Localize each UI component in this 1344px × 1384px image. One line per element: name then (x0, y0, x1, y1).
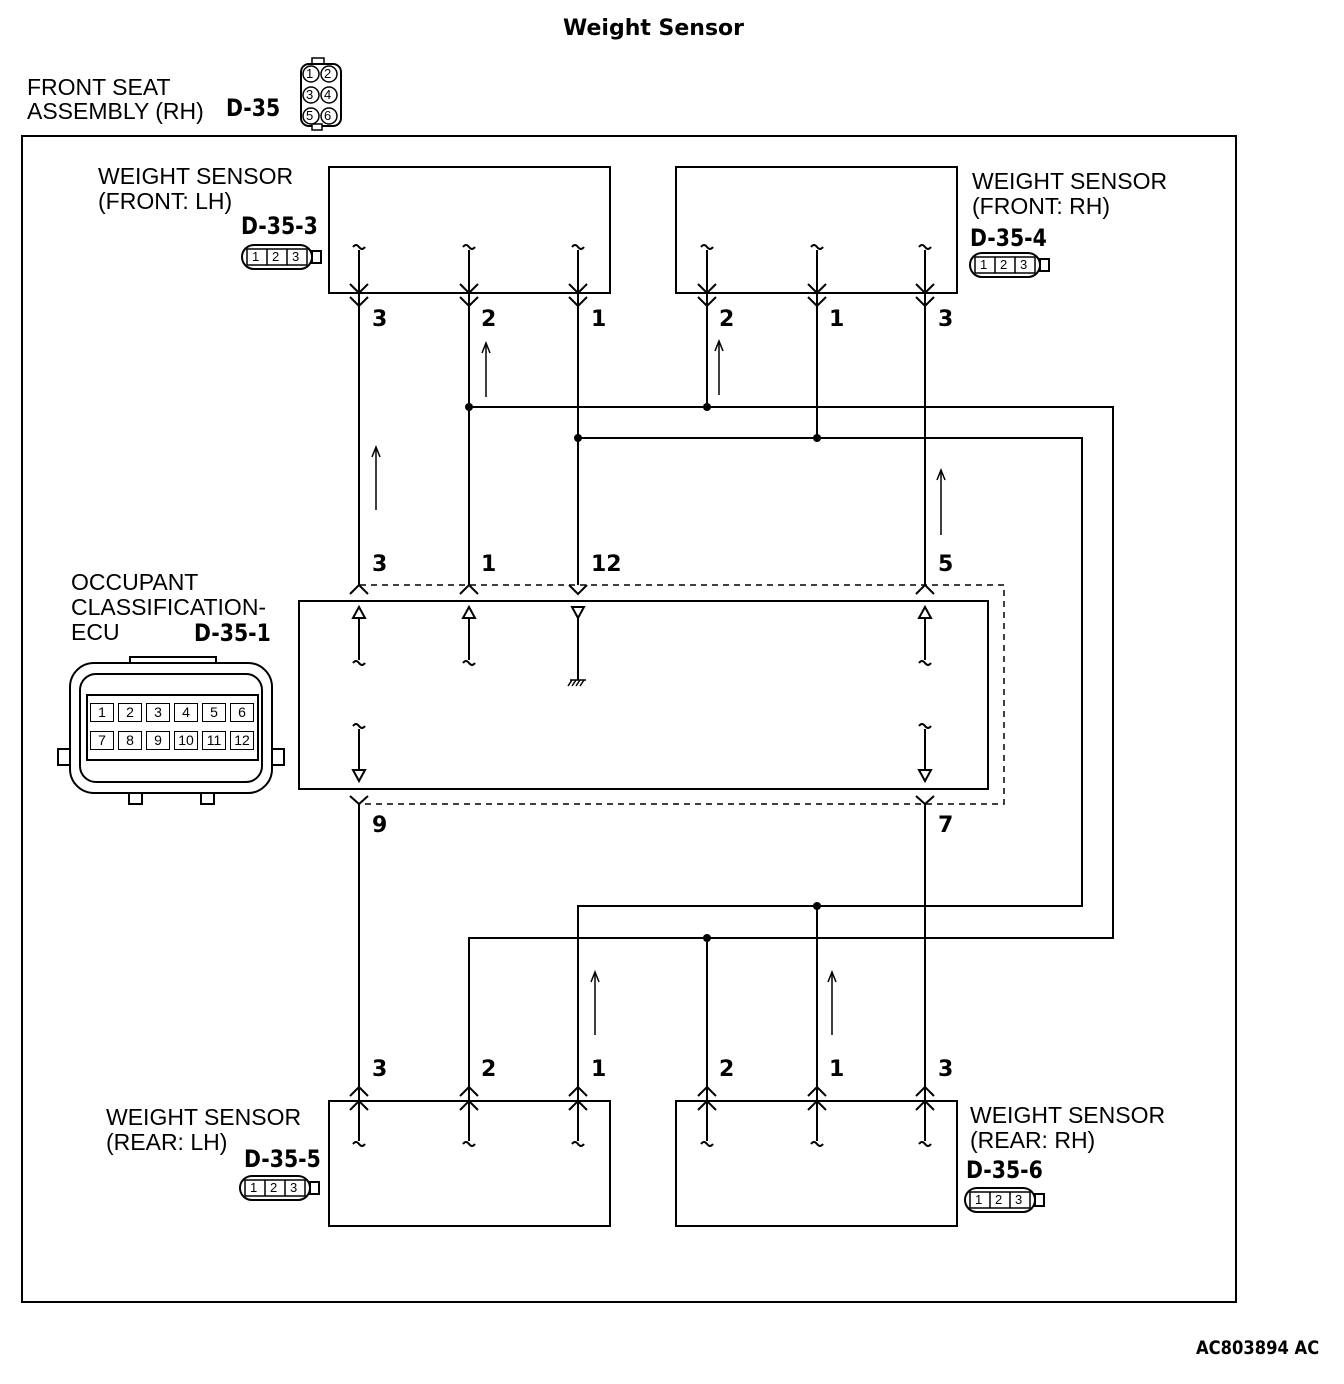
ecu-connector-pin: 4 (174, 703, 198, 722)
wires (358, 293, 1114, 1101)
assembly-pin-5: 5 (306, 108, 314, 123)
connector-icon-d35-5 (239, 1175, 320, 1201)
ecu-connector-pin: 3 (146, 703, 170, 722)
pin-label: 3 (1015, 1192, 1023, 1207)
assembly-connector-icon (300, 57, 342, 131)
assembly-pin-6: 6 (324, 108, 332, 123)
ecu-box (298, 600, 989, 790)
ecu-connector-pin: 2 (118, 703, 142, 722)
front-lh-pin-2: 2 (481, 307, 497, 332)
front-lh-label-line1: WEIGHT SENSOR (98, 163, 294, 189)
ecu-pin-1: 1 (481, 552, 497, 577)
ecu-code: D-35-1 (194, 619, 271, 647)
pin-label: 3 (290, 1180, 298, 1195)
ecu-pin-9: 9 (372, 813, 388, 838)
ecu-connector-pin: 11 (202, 731, 226, 750)
front-rh-label-line2: (FRONT: RH) (972, 193, 1110, 219)
rear-rh-pin-3: 3 (938, 1057, 954, 1082)
pin-label: 1 (250, 1180, 258, 1195)
assembly-label-line1: FRONT SEAT (27, 74, 171, 100)
rear-lh-label-line2: (REAR: LH) (106, 1129, 228, 1155)
ecu-terminals (349, 583, 935, 806)
rear-sensor-terminals (349, 1085, 935, 1147)
ecu-connector-pin: 9 (146, 731, 170, 750)
diagram-title: Weight Sensor (563, 16, 745, 41)
rear-lh-code: D-35-5 (244, 1145, 321, 1173)
pin-label: 2 (995, 1192, 1003, 1207)
ecu-pin-5: 5 (938, 552, 954, 577)
ecu-connector-icon (57, 656, 285, 805)
ecu-connector-pin: 6 (230, 703, 254, 722)
ecu-ground-icon (567, 679, 586, 687)
ecu-pin-7: 7 (938, 813, 954, 838)
junction-dots (465, 403, 821, 942)
pin-label: 1 (252, 249, 260, 264)
pin-label: 2 (270, 1180, 278, 1195)
front-sensor-terminals (349, 244, 935, 308)
figure-code: AC803894 AC (1196, 1337, 1320, 1359)
rear-lh-label-line1: WEIGHT SENSOR (106, 1104, 302, 1130)
front-lh-pin-3: 3 (372, 307, 388, 332)
rear-rh-code: D-35-6 (966, 1156, 1043, 1184)
ecu-connector-pin: 1 (90, 703, 114, 722)
pin-label: 1 (980, 257, 988, 272)
rear-rh-label-line1: WEIGHT SENSOR (970, 1102, 1166, 1128)
front-lh-pin-1: 1 (591, 307, 607, 332)
assembly-pin-4: 4 (324, 87, 332, 102)
front-rh-pin-3: 3 (938, 307, 954, 332)
front-rh-label-line1: WEIGHT SENSOR (972, 168, 1168, 194)
ecu-connector-dashed (360, 584, 1005, 805)
connector-icon-d35-4 (969, 252, 1050, 278)
connector-icon-d35-6 (964, 1187, 1045, 1213)
ecu-label-line3: ECU (71, 619, 120, 645)
rear-rh-label-line2: (REAR: RH) (970, 1127, 1096, 1153)
ecu-label-line2: CLASSIFICATION- (71, 594, 267, 620)
pin-label: 2 (272, 249, 280, 264)
small-connector-icons (239, 244, 1050, 1213)
assembly-code: D-35 (226, 94, 281, 122)
front-rh-pin-2: 2 (719, 307, 735, 332)
assembly-label-line2: ASSEMBLY (RH) (27, 98, 204, 124)
front-rh-pin-1: 1 (829, 307, 845, 332)
pin-label: 3 (1020, 257, 1028, 272)
rear-rh-pin-1: 1 (829, 1057, 845, 1082)
connector-icon-d35-3 (241, 244, 322, 270)
ecu-pin-3: 3 (372, 552, 388, 577)
ecu-connector-pin: 10 (174, 731, 198, 750)
assembly-pin-2: 2 (324, 66, 332, 81)
ecu-connector-pin: 5 (202, 703, 226, 722)
ecu-connector-pin: 7 (90, 731, 114, 750)
front-lh-label-line2: (FRONT: LH) (98, 188, 233, 214)
rear-rh-pin-2: 2 (719, 1057, 735, 1082)
rear-lh-pin-1: 1 (591, 1057, 607, 1082)
front-lh-code: D-35-3 (241, 212, 318, 240)
ecu-connector-pin: 12 (230, 731, 254, 750)
ecu-pin-12: 12 (591, 552, 622, 577)
current-arrows (371, 338, 946, 1035)
pin-label: 2 (1000, 257, 1008, 272)
rear-lh-pin-3: 3 (372, 1057, 388, 1082)
front-rh-code: D-35-4 (970, 224, 1047, 252)
rear-lh-pin-2: 2 (481, 1057, 497, 1082)
ecu-connector-pin: 8 (118, 731, 142, 750)
assembly-pin-1: 1 (306, 66, 314, 81)
assembly-boundary (21, 135, 1237, 1303)
pin-label: 1 (975, 1192, 983, 1207)
ecu-label-line1: OCCUPANT (71, 569, 199, 595)
assembly-pin-3: 3 (306, 87, 314, 102)
pin-label: 3 (292, 249, 300, 264)
